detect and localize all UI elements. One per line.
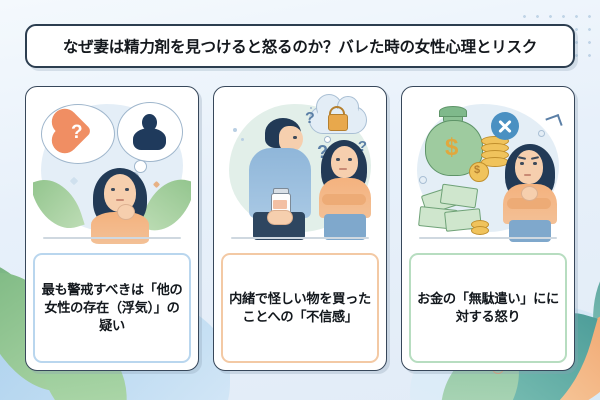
woman-eye-right (125, 188, 129, 191)
leaf-decoration-right-back (583, 252, 600, 356)
small-bubble-2 (324, 136, 331, 143)
coin-icon-large (469, 162, 489, 182)
question-mark-icon: ? (71, 122, 83, 143)
illustration-money-waste: $ $ (409, 94, 567, 246)
coin-dollar-sign: $ (474, 164, 481, 176)
woman-hand (521, 186, 538, 201)
circle-outline-decoration (419, 176, 427, 184)
question-mark-icon-1: ? (305, 110, 315, 127)
panel-jealousy[interactable]: ? 最も警戒すべきは「他の女性の存在（浮気）」の疑い (25, 86, 199, 371)
woman-face (331, 146, 358, 178)
dollar-sign-icon: $ (445, 134, 459, 161)
pill-bottle-label (273, 200, 287, 209)
coin-icon-6 (471, 226, 489, 235)
dot-decoration-1 (233, 128, 237, 132)
woman-mouth (524, 174, 531, 176)
dot-decoration-2 (241, 138, 244, 141)
caption-text-money: お金の「無駄遣い」にに対する怒り (417, 291, 559, 324)
woman-eye-left (111, 188, 115, 191)
woman-skirt (509, 220, 551, 242)
woman-crossed-arms (322, 194, 366, 205)
female-silhouette-head-icon (142, 114, 157, 131)
ground-line (419, 237, 557, 239)
caption-text-distrust: 内緒で怪しい物を買ったことへの「不信感」 (229, 291, 371, 324)
woman-hand (117, 204, 135, 220)
anger-mark-icon (545, 113, 563, 131)
panel-distrust[interactable]: ? ? ? (213, 86, 387, 371)
thought-bubble-small-1 (134, 160, 147, 173)
question-mark-icon-3: ? (357, 138, 367, 155)
panel-money[interactable]: $ $ (401, 86, 575, 371)
padlock-icon (328, 114, 348, 131)
woman-eye-right (533, 162, 537, 165)
female-silhouette-body-icon (133, 128, 166, 150)
man-face (279, 126, 303, 152)
man-eye (293, 136, 297, 139)
woman-face (515, 150, 543, 184)
woman-eye-left (336, 158, 340, 161)
woman-eye-left (520, 162, 524, 165)
page-title: なぜ妻は精力剤を見つけると怒るのか？バレた時の女性心理とリスク (62, 39, 538, 56)
question-mark-icon-2: ? (317, 142, 328, 162)
man-hand (267, 210, 293, 225)
woman-skirt (324, 214, 366, 240)
woman-mouth (116, 199, 124, 201)
woman-crossed-arms (507, 198, 551, 209)
panel-row: ? 最も警戒すべきは「他の女性の存在（浮気）」の疑い (25, 86, 575, 371)
illustration-woman-thinking: ? (33, 94, 191, 246)
caption-text-jealousy: 最も警戒すべきは「他の女性の存在（浮気）」の疑い (41, 282, 183, 333)
woman-eye-right (348, 158, 352, 161)
illustration-hidden-purchase: ? ? ? (221, 94, 379, 246)
padlock-shackle-icon (329, 106, 345, 117)
caption-box-jealousy: 最も警戒すべきは「他の女性の存在（浮気）」の疑い (33, 253, 191, 363)
title-banner: なぜ妻は精力剤を見つけると怒るのか？バレた時の女性心理とリスク (25, 24, 575, 68)
woman-mouth (339, 168, 347, 170)
caption-box-distrust: 内緒で怪しい物を買ったことへの「不信感」 (221, 253, 379, 363)
caption-box-money: お金の「無駄遣い」にに対する怒り (409, 253, 567, 363)
money-bag-tie (439, 106, 467, 117)
ground-line (43, 237, 181, 239)
circle-outline-decoration-2 (538, 130, 545, 137)
ground-line (231, 237, 369, 239)
